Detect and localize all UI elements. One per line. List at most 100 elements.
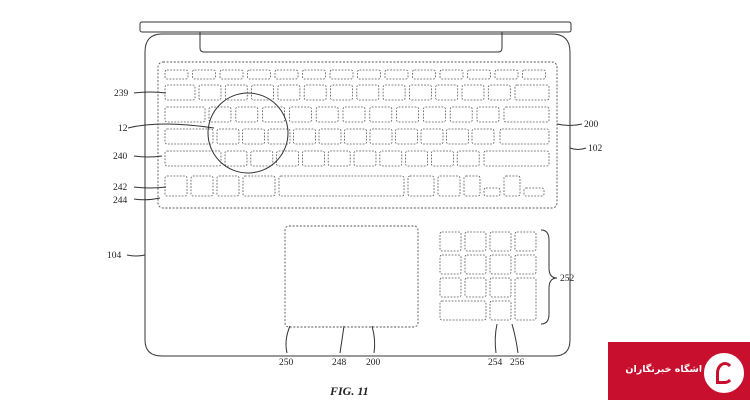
detail-circle: [207, 92, 289, 174]
keyboard-key: [437, 175, 461, 197]
keyboard-key: [463, 175, 481, 197]
keypad-key: [514, 254, 537, 275]
ref-12: 12: [118, 124, 128, 134]
keyboard-key: [192, 69, 216, 80]
keyboard-key: [408, 84, 432, 101]
keyboard-key: [301, 150, 325, 167]
trackpad-region: [284, 225, 419, 328]
keyboard-key: [523, 187, 545, 197]
ref-239: 239: [114, 89, 129, 99]
keyboard-key: [164, 69, 189, 80]
keyboard-key: [499, 128, 550, 145]
keyboard-key: [471, 128, 495, 145]
ref-244: 244: [113, 196, 128, 206]
ref-102: 102: [588, 144, 603, 154]
ref-250: 250: [279, 358, 294, 368]
keyboard-key: [276, 150, 300, 167]
keyboard-key: [461, 84, 485, 101]
keyboard-key: [405, 150, 429, 167]
keypad-key: [439, 231, 462, 252]
keyboard-key: [357, 69, 381, 80]
keypad-key: [464, 277, 487, 298]
keyboard-key: [219, 69, 244, 80]
keyboard-key: [342, 106, 366, 123]
keyboard-key: [439, 69, 464, 80]
ref-200-right: 200: [584, 120, 599, 130]
keyboard-key: [327, 150, 351, 167]
leader-239: [133, 91, 167, 94]
keyboard-key: [449, 106, 473, 123]
leader-244: [133, 197, 161, 201]
ref-242: 242: [113, 183, 128, 193]
keypad-key: [489, 300, 512, 321]
ref-104: 104: [107, 251, 122, 261]
badge-logo-icon: [701, 350, 747, 396]
leader-200-bottom: [371, 325, 376, 354]
keyboard-key: [483, 150, 550, 167]
keypad-key: [489, 277, 512, 298]
keyboard-key: [318, 128, 342, 145]
keyboard-key: [164, 175, 188, 197]
keyboard-key: [216, 128, 240, 145]
badge-text: باشگاه خبرنگاران: [625, 364, 706, 375]
ref-256: 256: [510, 358, 525, 368]
keyboard-key: [224, 84, 248, 101]
keyboard-key: [329, 69, 354, 80]
keyboard-key: [420, 128, 444, 145]
leader-242: [133, 186, 167, 189]
ref-200-bottom: 200: [366, 358, 381, 368]
keyboard-key: [384, 69, 409, 80]
keyboard-key: [503, 175, 521, 197]
keyboard-key: [369, 106, 393, 123]
keyboard-key: [422, 106, 446, 123]
keyboard-key: [262, 106, 286, 123]
keyboard-key: [330, 84, 353, 101]
leader-104: [126, 254, 146, 257]
leader-102: [569, 147, 587, 150]
laptop-hinge: [199, 32, 503, 53]
keyboard-key: [483, 187, 501, 197]
keyboard-key: [430, 150, 454, 167]
laptop-base: [144, 33, 571, 357]
leader-248: [339, 325, 345, 354]
keyboard-key: [467, 69, 491, 80]
keyboard-key: [164, 106, 206, 123]
keyboard-key: [250, 150, 274, 167]
keypad-key: [439, 254, 462, 275]
keyboard-key: [242, 175, 276, 197]
ref-248: 248: [332, 358, 347, 368]
keyboard-key: [198, 84, 222, 101]
leader-12: [127, 123, 215, 129]
keyboard-key: [379, 150, 403, 167]
bracket-252: [540, 229, 558, 325]
keyboard-keys: [164, 69, 550, 197]
keyboard-key: [267, 128, 291, 145]
keyboard-key: [356, 84, 380, 101]
keyboard-key: [494, 69, 519, 80]
leader-256: [511, 323, 519, 354]
figure-caption: FIG. 11: [329, 384, 369, 398]
keyboard-key: [344, 128, 367, 145]
keypad-key: [439, 277, 462, 298]
keyboard-key: [407, 175, 435, 197]
keyboard-key: [395, 128, 418, 145]
leader-254: [494, 323, 498, 354]
laptop-lid: [139, 21, 572, 33]
keypad-key: [514, 231, 537, 252]
keyboard-key: [522, 69, 546, 80]
keyboard-key: [278, 175, 405, 197]
keyboard-key: [514, 84, 550, 101]
keyboard-key: [216, 175, 240, 197]
ref-252: 252: [560, 274, 575, 284]
keyboard-key: [293, 128, 316, 145]
keyboard-key: [487, 84, 511, 101]
keyboard-key: [274, 69, 299, 80]
keyboard-key: [164, 128, 214, 145]
keypad-key: [489, 231, 512, 252]
keyboard-key: [164, 84, 196, 101]
keypad-key: [514, 277, 537, 321]
keyboard-key: [247, 69, 271, 80]
keyboard-key: [503, 106, 550, 123]
keyboard-key: [242, 128, 265, 145]
